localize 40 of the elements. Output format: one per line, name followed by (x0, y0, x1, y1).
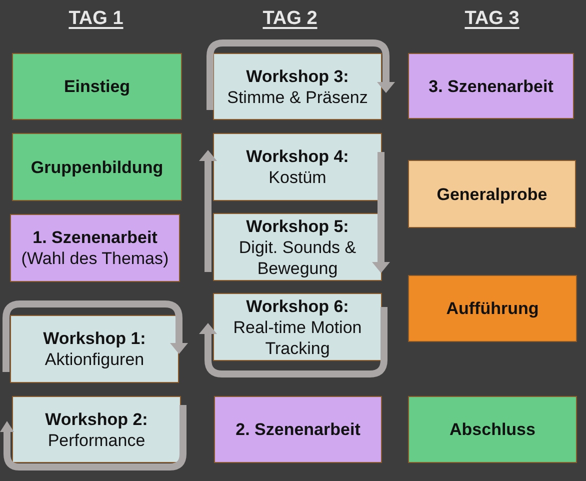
schedule-box (213, 133, 382, 201)
box-subtitle: Kostüm (268, 167, 326, 188)
schedule-box (10, 315, 179, 383)
box-title: Workshop 6: (246, 296, 349, 316)
box-title: Generalprobe (436, 184, 548, 204)
box-title: Workshop 3: (246, 66, 349, 86)
box-subtitle: Aktionfiguren (44, 349, 144, 370)
box-title: Workshop 5: (246, 216, 349, 236)
schedule-box (213, 293, 382, 361)
box-subtitle: Digit. Sounds & Bewegung (238, 236, 358, 278)
box-title: 2. Szenenarbeit (236, 419, 360, 440)
box-subtitle: Performance (48, 430, 146, 450)
schedule-box (12, 133, 182, 201)
schedule-box (213, 53, 382, 120)
schedule-box (214, 396, 382, 463)
box-title: Abschluss (450, 419, 536, 440)
schedule-box (12, 53, 182, 120)
schedule-box (408, 160, 576, 228)
arrow (199, 150, 217, 272)
box-title: Aufführung (446, 298, 539, 319)
box-subtitle: Stimme & Präsenz (227, 86, 368, 108)
box-subtitle: (Wahl des Themas) (21, 248, 169, 269)
arrow (372, 152, 390, 273)
box-subtitle: Real-time Motion Tracking (232, 316, 363, 358)
column-heading: TAG 2 (262, 7, 318, 30)
box-title: Workshop 4: (246, 146, 349, 167)
schedule-box (408, 396, 577, 463)
box-title: 1. Szenenarbeit (32, 227, 158, 248)
column-heading: TAG 1 (68, 7, 124, 30)
schedule-box (408, 275, 577, 342)
box-title: Workshop 1: (43, 328, 146, 349)
schedule-box (10, 214, 180, 282)
schedule-box (213, 213, 382, 281)
column-heading: TAG 3 (464, 7, 520, 30)
box-title: Gruppenbildung (30, 156, 164, 178)
box-title: Einstieg (64, 76, 130, 97)
schedule-box (12, 396, 181, 463)
schedule-box (408, 53, 574, 119)
box-title: 3. Szenenarbeit (428, 76, 554, 96)
box-title: Workshop 2: (45, 408, 148, 430)
